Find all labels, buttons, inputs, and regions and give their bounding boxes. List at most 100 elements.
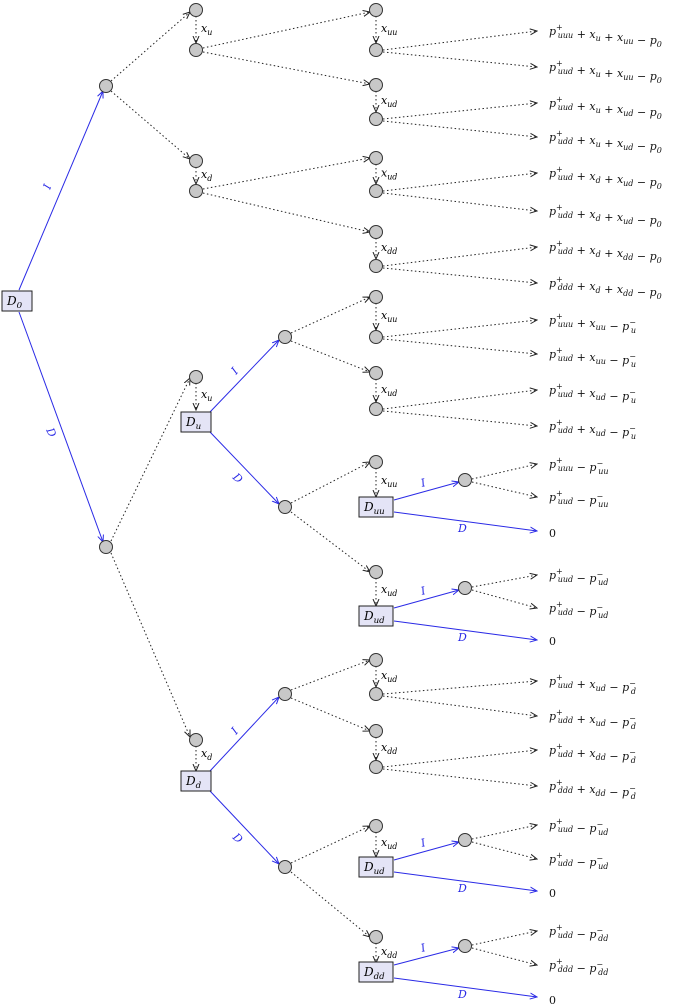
leaf-expression: p+ddd − p−dd bbox=[549, 957, 608, 977]
dotted-edge bbox=[202, 192, 370, 232]
nature-node-bottom bbox=[369, 43, 383, 57]
leaf-expression: 0 bbox=[549, 635, 556, 648]
decision-box-Dud: Dud bbox=[358, 605, 394, 627]
x-label: xdd bbox=[381, 241, 397, 256]
leaf-edge bbox=[471, 589, 537, 608]
leaf-edge bbox=[382, 247, 537, 267]
leaf-expression: p+uuu − p−uu bbox=[549, 456, 609, 476]
x-label: xd bbox=[201, 747, 212, 762]
leaf-expression: p+uuu + xuu − p−u bbox=[549, 312, 636, 335]
branch-label: D bbox=[457, 522, 467, 535]
leaf-expression: p+udd + xu + xud − p0 bbox=[549, 129, 662, 155]
branch-label: I bbox=[228, 365, 242, 378]
chance-node bbox=[278, 330, 292, 344]
chance-node-root-i bbox=[99, 79, 113, 93]
leaf-expression: 0 bbox=[549, 994, 556, 1007]
x-label: xud bbox=[381, 167, 397, 182]
decision-box-Dud2: Dud bbox=[358, 856, 394, 878]
leaf-edge bbox=[382, 750, 537, 768]
nature-node-bottom bbox=[369, 402, 383, 416]
decision-box-Du: Du bbox=[180, 411, 212, 433]
x-label: xuu bbox=[381, 309, 397, 324]
nature-node-top bbox=[369, 78, 383, 92]
nature-node-top bbox=[369, 225, 383, 239]
nature-node-top bbox=[369, 455, 383, 469]
dotted-edge bbox=[110, 12, 190, 82]
leaf-expression: p+uud − p−uu bbox=[549, 489, 608, 509]
decision-box-label: Du bbox=[185, 415, 201, 432]
leaf-edge bbox=[471, 464, 537, 480]
leaf-edge bbox=[382, 681, 537, 695]
nature-node-top bbox=[369, 366, 383, 380]
leaf-expression: p+uud + xu + xud − p0 bbox=[549, 95, 662, 121]
leaf-expression: 0 bbox=[549, 887, 556, 900]
dotted-edge bbox=[110, 378, 190, 542]
leaf-expression: p+udd − p−ud bbox=[549, 851, 608, 871]
dotted-edge bbox=[290, 462, 370, 504]
leaf-edge bbox=[471, 481, 537, 497]
branch-label: D bbox=[43, 425, 59, 440]
leaf-payoffs: p+uuu + xu + xuu − p0p+uud + xu + xuu − … bbox=[549, 23, 662, 1007]
decision-box-D0: D0 bbox=[1, 290, 33, 312]
x-label: xu bbox=[201, 388, 212, 403]
decision-box-label: D0 bbox=[6, 294, 23, 311]
leaf-expression: p+ddd + xdd − p−d bbox=[549, 778, 636, 801]
x-label: xdd bbox=[381, 741, 397, 756]
leaf-expression: p+udd + xud − p−d bbox=[549, 708, 636, 731]
decision-box-label: Dud bbox=[363, 860, 385, 877]
leaf-expression: p+ddd + xd + xdd − p0 bbox=[549, 275, 662, 301]
leaf-expression: 0 bbox=[549, 527, 556, 540]
leaf-edge bbox=[382, 120, 537, 137]
nature-node-bottom bbox=[369, 330, 383, 344]
decision-box-Ddd: Ddd bbox=[358, 961, 394, 983]
leaf-expression: p+uud + xuu − p−u bbox=[549, 346, 636, 369]
x-label: xuu bbox=[381, 474, 397, 489]
x-label: xud bbox=[381, 583, 397, 598]
chance-node bbox=[458, 939, 472, 953]
nature-node-top bbox=[369, 819, 383, 833]
chance-node bbox=[278, 860, 292, 874]
dotted-edge bbox=[290, 660, 370, 691]
dd-d-edge bbox=[209, 790, 279, 864]
dotted-edge bbox=[110, 552, 190, 737]
leaf-expression: p+uud + xd + xud − p0 bbox=[549, 165, 662, 191]
leaf-expression: p+udd − p−dd bbox=[549, 923, 608, 943]
root-d-edge bbox=[18, 311, 103, 542]
leaf-expression: p+udd + xd + xdd − p0 bbox=[549, 239, 662, 265]
leaf-expression: p+udd + xd + xud − p0 bbox=[549, 203, 662, 229]
leaf-edge bbox=[382, 768, 537, 786]
duu-d-edge bbox=[393, 511, 537, 531]
chance-node-root-d bbox=[99, 540, 113, 554]
leaf-edge bbox=[382, 338, 537, 354]
leaf-edge bbox=[382, 103, 537, 120]
duu-i-edge bbox=[393, 482, 459, 501]
x-label: xu bbox=[201, 22, 212, 37]
dotted-edge bbox=[290, 340, 370, 372]
branch-label: I bbox=[40, 182, 54, 192]
nature-node-bottom bbox=[369, 112, 383, 126]
branch-label: I bbox=[418, 584, 427, 598]
branch-label: I bbox=[228, 725, 242, 738]
dotted-edge bbox=[290, 826, 370, 864]
leaf-expression: p+uud − p−ud bbox=[549, 817, 608, 837]
nature-node-top bbox=[189, 370, 203, 384]
ddd-i-edge bbox=[393, 948, 459, 966]
leaf-edge bbox=[382, 51, 537, 67]
branch-label: D bbox=[457, 882, 467, 895]
branch-label: I bbox=[418, 836, 427, 850]
nature-node-top bbox=[369, 565, 383, 579]
nature-node-top bbox=[369, 3, 383, 17]
leaf-expression: p+udd + xdd − p−d bbox=[549, 742, 636, 765]
leaf-expression: p+uud − p−ud bbox=[549, 567, 608, 587]
x-label: xuu bbox=[381, 22, 397, 37]
dud-i-edge bbox=[393, 590, 459, 609]
x-label: xud bbox=[381, 94, 397, 109]
leaf-edge bbox=[382, 192, 537, 211]
branch-label: I bbox=[418, 476, 427, 490]
dotted-edge bbox=[290, 871, 370, 937]
leaf-expression: p+udd + xud − p−u bbox=[549, 418, 636, 441]
nature-node-top bbox=[189, 3, 203, 17]
dotted-edge bbox=[202, 12, 370, 49]
